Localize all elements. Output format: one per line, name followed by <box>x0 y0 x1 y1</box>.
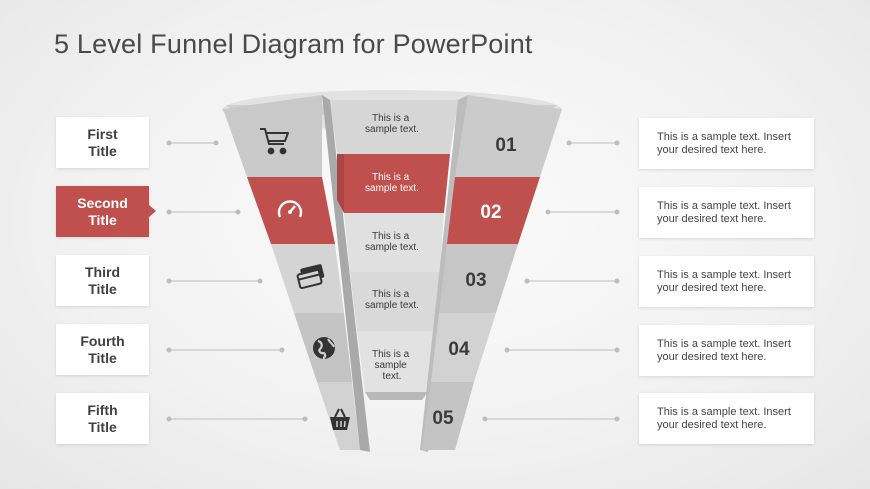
level-2-center-text: This is a sample text. <box>365 172 419 194</box>
left-level-5 <box>317 382 360 450</box>
center-bottom-face <box>365 392 428 400</box>
center-level-5 <box>357 331 435 392</box>
level-1-title-line2: Title <box>88 142 117 159</box>
center-level-4 <box>350 272 440 331</box>
level-5-center-text: This is a sample text. <box>372 349 412 382</box>
left-level-1 <box>223 95 322 177</box>
level-2-description-box[interactable]: This is a sample text. Insert your desir… <box>639 187 814 238</box>
level-1-description-box[interactable]: This is a sample text. Insert your desir… <box>639 118 814 169</box>
level-4-description: This is a sample text. Insert your desir… <box>657 337 791 363</box>
center-level-2-shade <box>337 154 344 213</box>
level-3-title-line1: Third <box>85 263 120 280</box>
level-5-title-line2: Title <box>88 418 117 435</box>
level-2-title-line2: Title <box>88 211 117 228</box>
level-3-description-box[interactable]: This is a sample text. Insert your desir… <box>639 256 814 307</box>
right-level-5 <box>422 382 474 450</box>
level-2-number: 02 <box>480 202 501 223</box>
center-level-3 <box>344 213 444 272</box>
center-level-2[interactable] <box>337 154 450 213</box>
level-3-description: This is a sample text. Insert your desir… <box>657 268 791 294</box>
speedometer-icon <box>277 200 303 218</box>
level-1-center-text: This is a sample text. <box>365 113 419 135</box>
level-4-title-line2: Title <box>88 349 117 366</box>
level-4-description-box[interactable]: This is a sample text. Insert your desir… <box>639 325 814 376</box>
right-level-1 <box>455 95 562 177</box>
level-4-center-text: This is a sample text. <box>365 289 419 311</box>
level-5-description-box[interactable]: This is a sample text. Insert your desir… <box>639 393 814 444</box>
right-level-4 <box>431 313 496 382</box>
level-1-number: 01 <box>495 135 517 156</box>
right-level-2[interactable] <box>447 177 540 244</box>
level-1-description: This is a sample text. Insert your desir… <box>657 130 791 156</box>
credit-cards-icon <box>296 264 325 290</box>
level-3-center-text: This is a sample text. <box>365 231 419 253</box>
level-4-number: 04 <box>448 339 470 360</box>
level-5-description: This is a sample text. Insert your desir… <box>657 405 791 431</box>
globe-icon <box>313 337 335 360</box>
level-1-title-line1: First <box>87 125 118 142</box>
level-3-number: 03 <box>465 270 486 291</box>
level-4-title-line1: Fourth <box>80 332 125 349</box>
level-3-title-line2: Title <box>88 280 117 297</box>
right-level-3 <box>439 244 518 313</box>
left-inner-face <box>322 95 370 452</box>
shopping-cart-icon <box>260 128 289 155</box>
level-5-number: 05 <box>432 408 454 429</box>
level-2-description: This is a sample text. Insert your desir… <box>657 199 791 225</box>
left-connectors <box>166 140 308 422</box>
center-level-1 <box>330 100 458 154</box>
level-5-title-line1: Fifth <box>87 401 118 418</box>
level-2-title-line1: Second <box>77 194 128 211</box>
shopping-basket-icon <box>330 408 350 430</box>
right-connectors <box>482 140 620 422</box>
page-title: 5 Level Funnel Diagram for PowerPoint <box>54 29 533 59</box>
